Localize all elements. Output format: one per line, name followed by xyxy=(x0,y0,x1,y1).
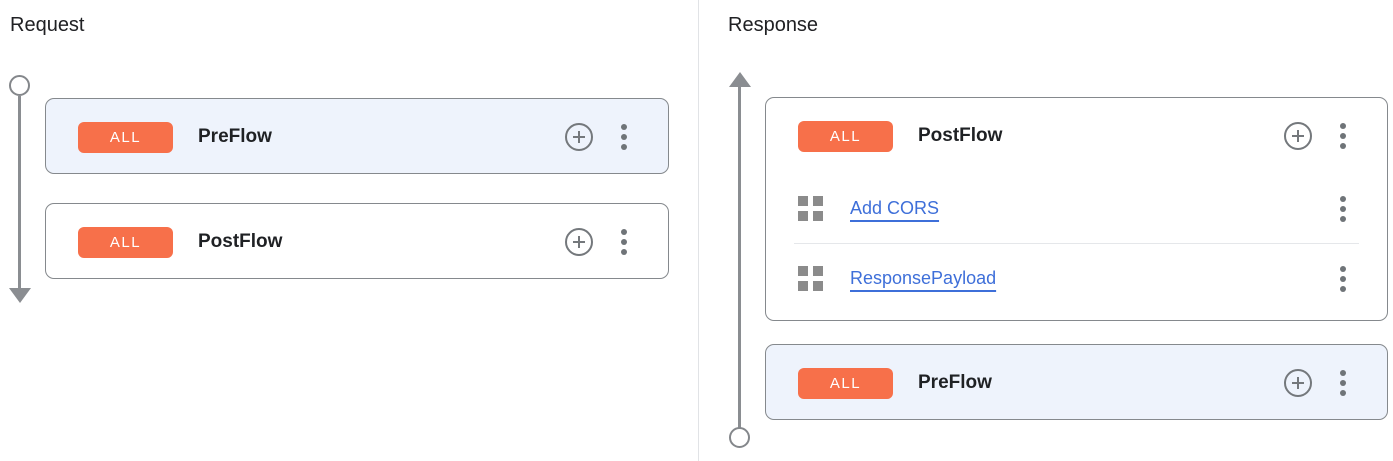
plus-circle-icon xyxy=(1284,369,1312,397)
request-panel-title: Request xyxy=(10,14,85,36)
request-postflow-card[interactable]: ALL PostFlow xyxy=(45,203,669,279)
plus-circle-icon xyxy=(1284,122,1312,150)
response-preflow-card[interactable]: ALL PreFlow xyxy=(765,344,1388,420)
add-policy-button[interactable] xyxy=(1283,121,1313,151)
more-options-button[interactable] xyxy=(610,122,638,152)
flow-header: ALL PreFlow xyxy=(766,345,1387,421)
response-postflow-card[interactable]: ALL PostFlow Add CORS ResponsePayload xyxy=(765,97,1388,321)
flow-header: ALL PreFlow xyxy=(46,99,668,175)
condition-badge: ALL xyxy=(78,121,173,153)
condition-badge: ALL xyxy=(78,226,173,258)
response-arrow-up-icon xyxy=(729,72,751,87)
policy-link[interactable]: ResponsePayload xyxy=(850,268,997,288)
policy-row-responsepayload[interactable]: ResponsePayload xyxy=(766,244,1387,313)
flow-name: PostFlow xyxy=(918,125,1003,146)
response-panel-title: Response xyxy=(728,14,819,36)
condition-badge: ALL xyxy=(798,367,893,399)
more-options-button[interactable] xyxy=(1329,121,1357,151)
policy-row-divider xyxy=(794,243,1359,244)
add-policy-button[interactable] xyxy=(564,227,594,257)
policy-row-add-cors[interactable]: Add CORS xyxy=(766,174,1387,243)
flow-name: PreFlow xyxy=(198,126,272,147)
flow-header: ALL PostFlow xyxy=(46,204,668,280)
request-timeline-line xyxy=(18,96,21,289)
more-options-button[interactable] xyxy=(1329,194,1357,224)
request-timeline-start-circle xyxy=(9,75,30,96)
drag-handle-icon[interactable] xyxy=(798,266,823,291)
request-arrow-down-icon xyxy=(9,288,31,303)
condition-badge: ALL xyxy=(798,120,893,152)
policy-link[interactable]: Add CORS xyxy=(850,198,940,218)
flow-name: PostFlow xyxy=(198,231,283,252)
flow-name: PreFlow xyxy=(918,372,992,393)
more-options-button[interactable] xyxy=(1329,368,1357,398)
flow-header: ALL PostFlow xyxy=(766,98,1387,174)
more-options-button[interactable] xyxy=(610,227,638,257)
response-timeline-line xyxy=(738,87,741,428)
more-options-button[interactable] xyxy=(1329,264,1357,294)
add-policy-button[interactable] xyxy=(1283,368,1313,398)
plus-circle-icon xyxy=(565,123,593,151)
response-timeline-end-circle xyxy=(729,427,750,448)
panel-divider xyxy=(698,0,699,461)
plus-circle-icon xyxy=(565,228,593,256)
request-preflow-card[interactable]: ALL PreFlow xyxy=(45,98,669,174)
drag-handle-icon[interactable] xyxy=(798,196,823,221)
add-policy-button[interactable] xyxy=(564,122,594,152)
